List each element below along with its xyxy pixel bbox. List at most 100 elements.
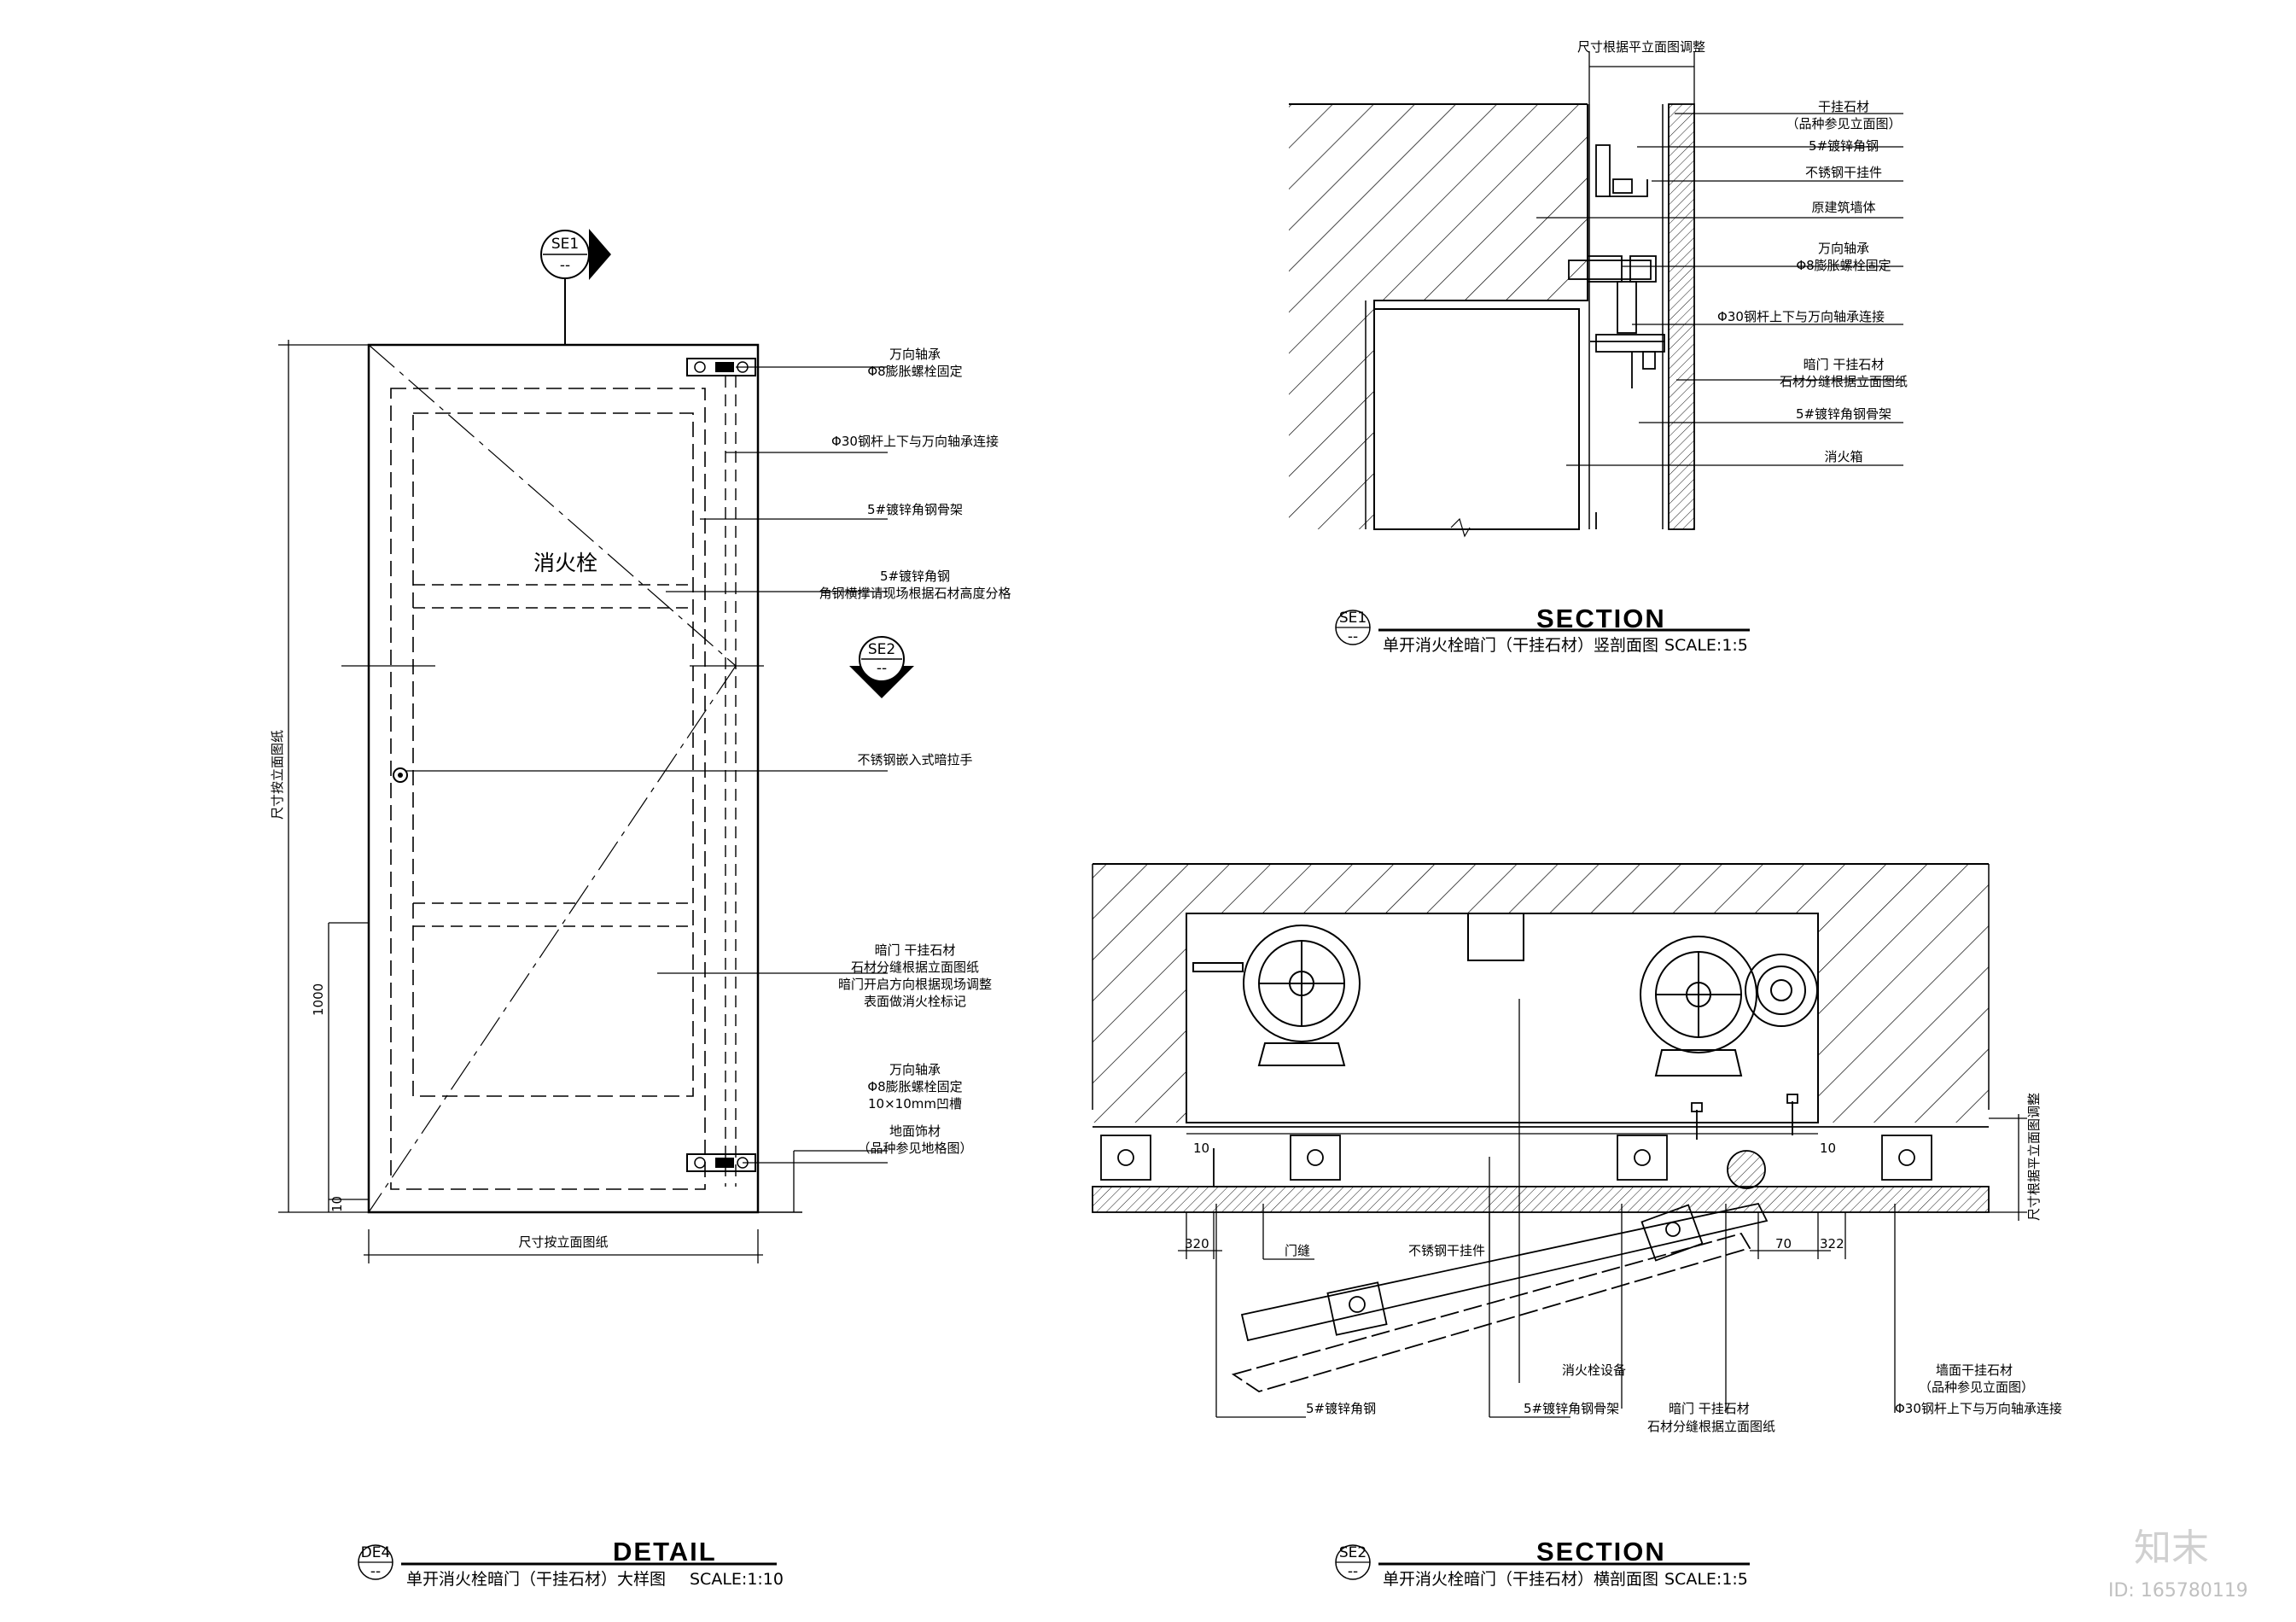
svg-text:Φ8膨胀螺栓固定: Φ8膨胀螺栓固定: [1796, 258, 1891, 273]
svg-text:--: --: [560, 257, 570, 274]
se2-heading: SECTION: [1536, 1537, 1666, 1567]
de4-callout-texts: 万向轴承 Φ8膨胀螺栓固定 Φ30钢杆上下与万向轴承连接 5#镀锌角钢骨架 5#…: [819, 347, 1011, 1156]
svg-text:--: --: [370, 1563, 381, 1580]
svg-text:Φ30钢杆上下与万向轴承连接: Φ30钢杆上下与万向轴承连接: [831, 434, 999, 449]
svg-text:消火箱: 消火箱: [1824, 449, 1862, 464]
top-hinge-icon: [686, 358, 756, 376]
svg-text:暗门 干挂石材: 暗门 干挂石材: [1669, 1401, 1750, 1416]
svg-text:墙面干挂石材: 墙面干挂石材: [1936, 1362, 2013, 1378]
wall-hatch: [1289, 104, 1588, 529]
svg-text:320: 320: [1185, 1236, 1209, 1252]
svg-text:不锈钢干挂件: 不锈钢干挂件: [1408, 1243, 1485, 1258]
watermark: 知末 ID: 165780119: [2108, 1526, 2248, 1602]
door-outline: [367, 343, 760, 1214]
de4-title-block: DE4 -- DETAIL 单开消火栓暗门（干挂石材）大样图 SCALE:1:1…: [358, 1537, 784, 1589]
svg-text:DE4: DE4: [361, 1544, 391, 1561]
svg-text:消火栓设备: 消火栓设备: [1562, 1362, 1626, 1378]
detail-de4: 消火栓 SE1 -- SE2 -- 尺寸按立面图纸 1000 10 尺寸按立面图…: [270, 229, 1011, 1589]
svg-text:5#镀锌角钢: 5#镀锌角钢: [1809, 138, 1879, 154]
svg-text:SE1: SE1: [551, 236, 579, 253]
svg-text:Φ30钢杆上下与万向轴承连接: Φ30钢杆上下与万向轴承连接: [1895, 1401, 2062, 1416]
se1-heading: SECTION: [1536, 604, 1666, 633]
svg-text:--: --: [1348, 1563, 1358, 1580]
svg-text:SE2: SE2: [1339, 1544, 1367, 1561]
svg-text:暗门 干挂石材: 暗门 干挂石材: [1804, 357, 1885, 372]
se1-section-marker: SE1 --: [540, 229, 611, 345]
watermark-brand: 知末: [2134, 1526, 2209, 1570]
svg-text:5#镀锌角钢骨架: 5#镀锌角钢骨架: [867, 502, 963, 517]
hose-reel-icon: [1192, 913, 1818, 1076]
svg-text:（品种参见立面图）: （品种参见立面图）: [1786, 116, 1901, 131]
svg-text:70: 70: [1775, 1236, 1792, 1252]
de4-title: 单开消火栓暗门（干挂石材）大样图: [406, 1570, 666, 1589]
se2-stone-band: [1092, 1186, 1990, 1213]
svg-text:Φ8膨胀螺栓固定: Φ8膨胀螺栓固定: [867, 364, 962, 379]
bearing-icon: [1568, 144, 1665, 529]
se1-scale: SCALE:1:5: [1664, 636, 1748, 655]
svg-text:5#镀锌角钢骨架: 5#镀锌角钢骨架: [1524, 1401, 1619, 1416]
se1-top-dim: 尺寸根据平立面图调整: [1577, 39, 1705, 55]
svg-text:5#镀锌角钢: 5#镀锌角钢: [880, 569, 950, 584]
width-dim-label: 尺寸按立面图纸: [518, 1234, 608, 1250]
svg-text:（品种参见立面图）: （品种参见立面图）: [1919, 1380, 2034, 1395]
svg-text:干挂石材: 干挂石材: [1818, 99, 1869, 114]
height-dimension: [278, 340, 369, 1213]
watermark-id: ID: 165780119: [2108, 1580, 2248, 1602]
se1-callout-texts: 干挂石材 （品种参见立面图） 5#镀锌角钢 不锈钢干挂件 原建筑墙体 万向轴承 …: [1717, 99, 1908, 464]
svg-text:万向轴承: 万向轴承: [1818, 241, 1869, 256]
svg-text:暗门开启方向根据现场调整: 暗门开启方向根据现场调整: [838, 977, 992, 992]
svg-text:地面饰材: 地面饰材: [889, 1123, 941, 1139]
se2-label-texts: 门缝 不锈钢干挂件 消火栓设备 5#镀锌角钢 5#镀锌角钢骨架 暗门 干挂石材 …: [1285, 1243, 2062, 1434]
svg-text:Φ8膨胀螺栓固定: Φ8膨胀螺栓固定: [867, 1079, 962, 1094]
de4-heading: DETAIL: [613, 1537, 717, 1567]
svg-text:石材分缝根据立面图纸: 石材分缝根据立面图纸: [1647, 1419, 1775, 1434]
svg-text:5#镀锌角钢骨架: 5#镀锌角钢骨架: [1796, 406, 1891, 422]
door-frame-dashed: [390, 388, 706, 1190]
svg-text:Φ30钢杆上下与万向轴承连接: Φ30钢杆上下与万向轴承连接: [1717, 309, 1885, 324]
svg-text:石材分缝根据立面图纸: 石材分缝根据立面图纸: [851, 960, 979, 975]
svg-text:万向轴承: 万向轴承: [889, 1062, 941, 1077]
svg-text:5#镀锌角钢: 5#镀锌角钢: [1306, 1401, 1376, 1416]
svg-text:门缝: 门缝: [1285, 1243, 1310, 1258]
svg-text:10: 10: [1193, 1141, 1209, 1156]
svg-text:表面做消火栓标记: 表面做消火栓标记: [864, 994, 966, 1009]
svg-text:万向轴承: 万向轴承: [889, 347, 941, 362]
door-inner-dashed: [412, 412, 694, 1097]
se2-section-marker: SE2 --: [849, 636, 914, 698]
se2-title: 单开消火栓暗门（干挂石材）横剖面图: [1383, 1570, 1658, 1589]
svg-text:原建筑墙体: 原建筑墙体: [1811, 200, 1875, 215]
svg-text:不锈钢嵌入式暗拉手: 不锈钢嵌入式暗拉手: [857, 752, 972, 767]
svg-text:不锈钢干挂件: 不锈钢干挂件: [1805, 165, 1882, 180]
svg-text:10: 10: [1820, 1141, 1836, 1156]
de4-scale: SCALE:1:10: [690, 1570, 784, 1589]
svg-text:--: --: [877, 660, 887, 677]
se1-title: 单开消火栓暗门（干挂石材）竖剖面图: [1383, 636, 1658, 655]
stone-cladding: [1668, 103, 1695, 530]
svg-text:石材分缝根据立面图纸: 石材分缝根据立面图纸: [1780, 374, 1908, 389]
dim-10: 10: [329, 1196, 345, 1212]
svg-text:SE1: SE1: [1339, 610, 1367, 627]
door-swing-line-2: [368, 665, 737, 1213]
section-se1: 尺寸根据平立面图调整 干挂石材 （品种参见立面图） 5#镀锌角钢 不锈钢干挂件 …: [1289, 39, 1908, 655]
svg-text:暗门 干挂石材: 暗门 干挂石材: [875, 942, 956, 958]
se2-wall-hatch: [1093, 864, 1989, 1123]
dim-1000: 1000: [311, 983, 326, 1016]
door-swing-line-1: [368, 344, 737, 667]
se2-title-block: SE2 -- SECTION 单开消火栓暗门（干挂石材）横剖面图 SCALE:1…: [1335, 1537, 1750, 1589]
svg-text:322: 322: [1820, 1236, 1844, 1252]
section-se2: 320 70 322 10 10 尺寸根据平立面图调整 门缝 不锈钢干挂件 消火…: [1092, 863, 2062, 1589]
fire-cabinet: [1373, 308, 1580, 530]
hanger-icon: [1100, 1094, 1932, 1189]
se1-title-block: SE1 -- SECTION 单开消火栓暗门（干挂石材）竖剖面图 SCALE:1…: [1335, 604, 1750, 655]
svg-text:（品种参见地格图）: （品种参见地格图）: [857, 1141, 972, 1156]
height-dim-label: 尺寸按立面图纸: [270, 730, 285, 820]
se2-cabinet: [1186, 913, 1819, 1123]
svg-text:--: --: [1348, 628, 1358, 645]
se2-right-dim: 尺寸根据平立面图调整: [2026, 1093, 2042, 1221]
angle-braces: [413, 584, 693, 927]
pull-handle-icon: [393, 767, 408, 783]
center-text: 消火栓: [533, 551, 597, 575]
svg-text:角钢横撑请现场根据石材高度分格: 角钢横撑请现场根据石材高度分格: [819, 586, 1011, 601]
se2-scale: SCALE:1:5: [1664, 1570, 1748, 1589]
